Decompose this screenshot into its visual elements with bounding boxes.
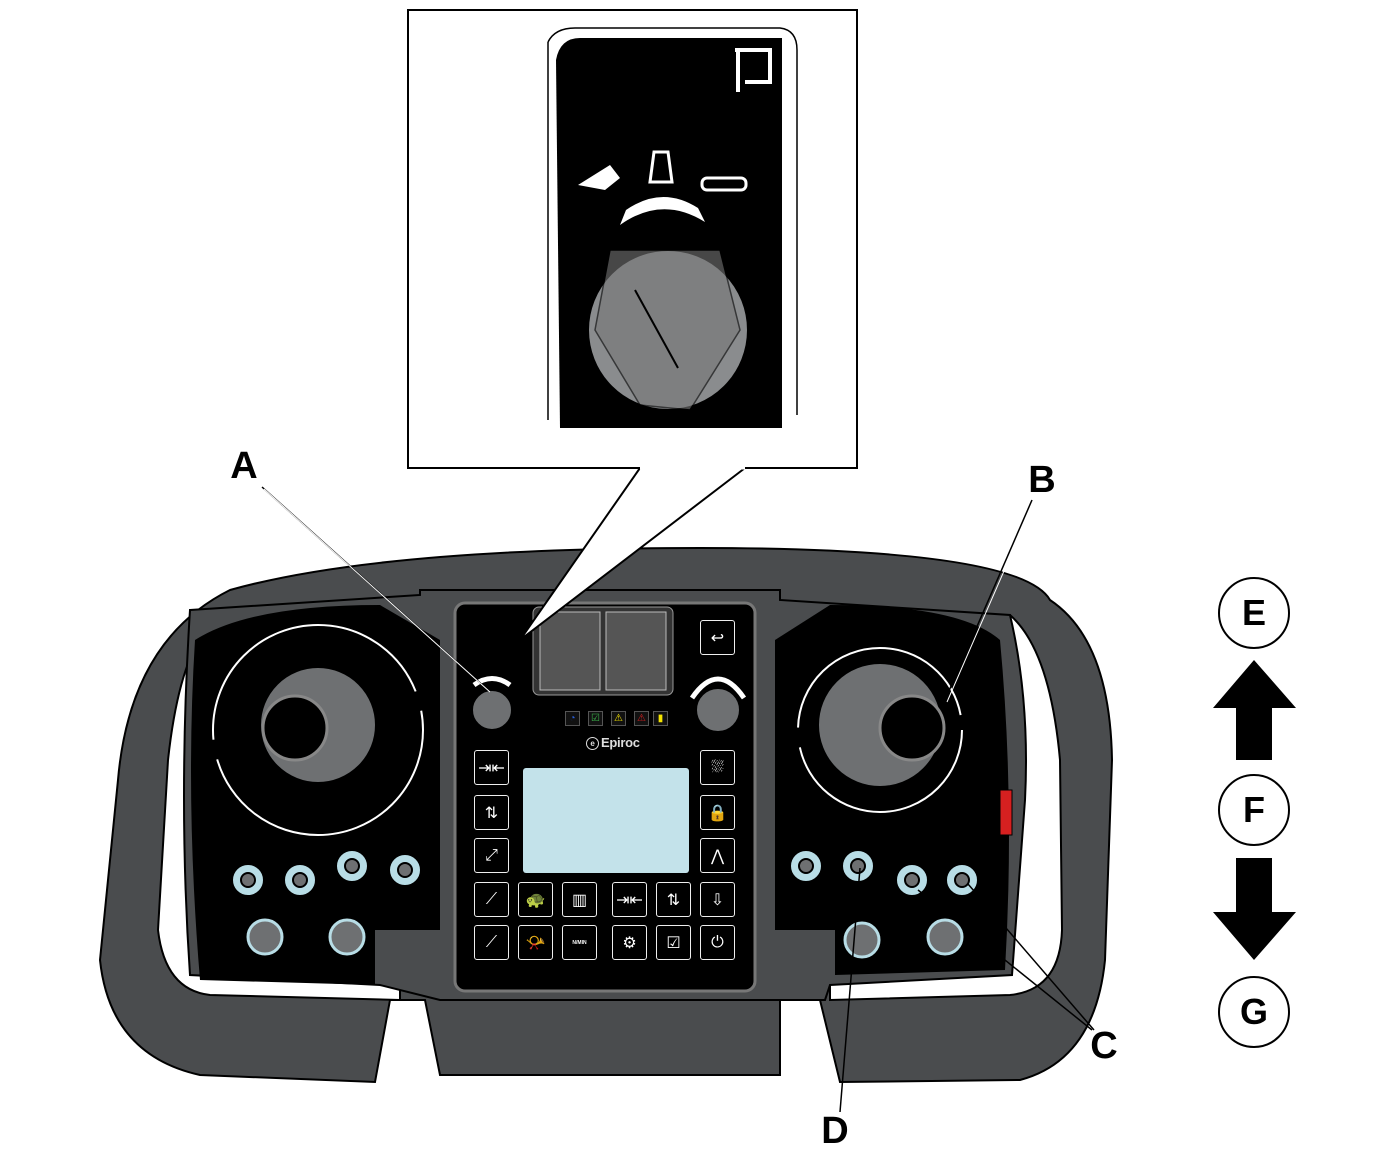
work-lights-button[interactable]: ⋀ — [700, 838, 735, 873]
centralize-icon: ⇥⇤ — [478, 759, 505, 777]
direction-f: F — [1218, 774, 1290, 846]
boom-icon: ⟋ — [485, 890, 498, 908]
check-icon: ☑ — [666, 934, 681, 952]
rpm-button[interactable]: N/MIN — [562, 925, 597, 960]
boom-parallel-button[interactable]: ⤢ — [474, 838, 509, 873]
power-icon: ⏻ — [711, 933, 724, 951]
callout-a: A — [230, 445, 258, 487]
emergency-stop-button — [999, 789, 1013, 836]
lock-track-icon: 🔒 — [707, 804, 728, 822]
boom-tilt-icon: ⟋ — [485, 933, 498, 951]
callout-c: C — [1090, 1025, 1118, 1067]
back-button[interactable]: ↩ — [700, 620, 735, 655]
feed-positioning-button[interactable]: ⇅ — [474, 795, 509, 830]
feed-positioning-icon: ⇅ — [484, 804, 499, 822]
warning-icon: ⚠ — [611, 711, 626, 726]
work-lights-icon: ⋀ — [710, 847, 725, 865]
left-joystick-knob — [261, 694, 329, 762]
direction-g: G — [1218, 976, 1290, 1048]
water-flush-button[interactable]: ⛆ — [700, 750, 735, 785]
selector-knob-a — [471, 689, 513, 731]
down-arrow-icon — [1213, 858, 1296, 960]
boom-button[interactable]: ⟋ — [474, 882, 509, 917]
brand-name: Epiroc — [601, 735, 640, 750]
boom-tilt-button[interactable]: ⟋ — [474, 925, 509, 960]
feed-zero-button[interactable]: ▥ — [562, 882, 597, 917]
feed-swing-icon: ⇅ — [666, 891, 681, 909]
lock-track-button[interactable]: 🔒 — [700, 795, 735, 830]
alarm-icon: ⚠ — [634, 711, 649, 726]
centralize-button[interactable]: ⇥⇤ — [474, 750, 509, 785]
rod-center-icon: ⇥⇤ — [616, 891, 643, 909]
drill-mode-button[interactable]: ⇩ — [700, 882, 735, 917]
direction-e: E — [1218, 577, 1290, 649]
boom-parallel-icon: ⤢ — [485, 846, 498, 864]
edit-check-icon: ☑ — [588, 711, 603, 726]
feed-zero-icon: ▥ — [571, 891, 588, 909]
up-arrow-icon — [1213, 660, 1296, 760]
horn-icon: 📯 — [525, 934, 546, 952]
display-screen[interactable] — [523, 768, 689, 873]
slow-speed-turtle-button[interactable]: 🐢 — [518, 882, 553, 917]
diesel-engine-button[interactable]: ⚙ — [612, 925, 647, 960]
water-flush-icon: ⛆ — [711, 758, 724, 776]
back-icon: ↩ — [710, 629, 725, 647]
drill-mode-icon: ⇩ — [710, 891, 725, 909]
brand-mark-icon: e — [586, 737, 599, 751]
right-panel — [775, 605, 1009, 975]
left-panel — [191, 605, 440, 985]
feed-swing-button[interactable]: ⇅ — [656, 882, 691, 917]
check-button[interactable]: ☑ — [656, 925, 691, 960]
power-button[interactable]: ⏻ — [700, 925, 735, 960]
rotary-knob-right — [695, 687, 741, 733]
rpm-icon: N/MIN — [572, 939, 587, 946]
rod-center-button[interactable]: ⇥⇤ — [612, 882, 647, 917]
callout-b: B — [1028, 459, 1056, 501]
diesel-engine-icon: ⚙ — [622, 934, 637, 952]
wireless-signal-icon: ◔ — [565, 711, 580, 726]
battery-icon: ▮ — [653, 711, 668, 726]
callout-d: D — [821, 1110, 849, 1152]
slow-speed-turtle-icon: 🐢 — [525, 891, 546, 909]
right-joystick-knob — [878, 694, 946, 762]
horn-button[interactable]: 📯 — [518, 925, 553, 960]
